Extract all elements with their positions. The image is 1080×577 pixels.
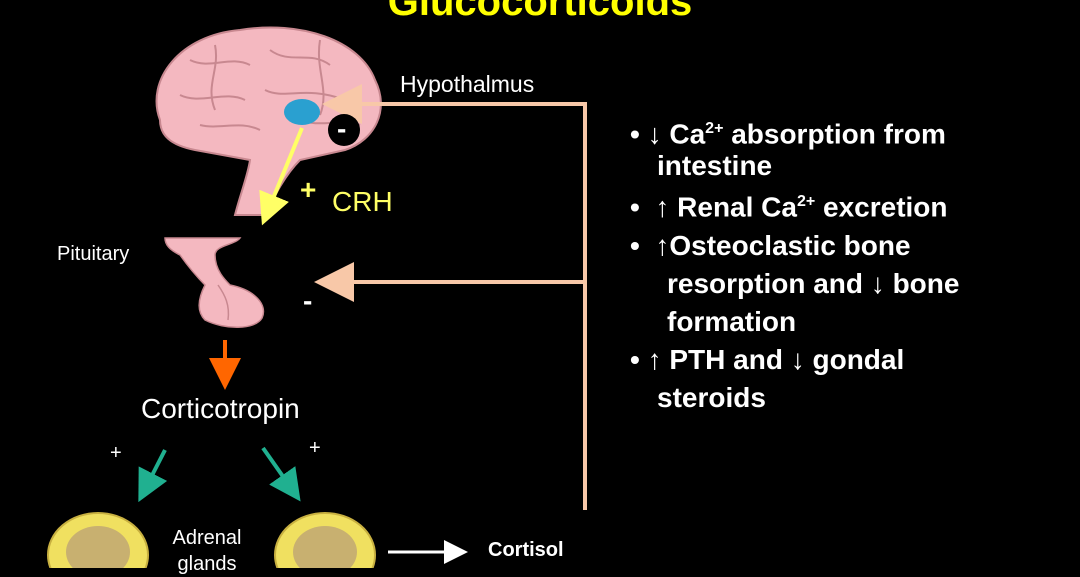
crh-arrow [259,127,304,226]
bullet-item-2: • ↑ Renal Ca2+ excretion [630,191,948,223]
pituitary-label: Pituitary [57,243,130,265]
hypothalamus-label: Hypothalmus [400,71,535,97]
adrenal-label: Adrenal glands [164,525,250,577]
adrenal-arrow-right [261,446,301,502]
crh-sign: + [300,174,317,205]
stimulation-sign-right: + [309,437,321,459]
hypothalamus-spot [284,99,320,125]
adrenal-arrow-left [138,449,168,503]
adrenal-gland-left [47,512,149,568]
bullet-item-1-cont: intestine [657,150,773,182]
cortisol-label: Cortisol [488,539,564,561]
bullet-item-3: • ↑Osteoclastic bone [630,229,911,261]
brain-illustration [155,26,382,216]
bullet-item-1: • ↓ Ca2+ absorption from [630,118,946,150]
page-title: Glucocorticoids [387,0,693,24]
bullet-item-4: • ↑ PTH and ↓ gondal [630,343,905,375]
feedback-line [322,84,587,510]
stimulation-sign-left: + [110,442,122,464]
corticotropin-label: Corticotropin [141,393,300,424]
bullet-item-4-cont: steroids [657,381,766,413]
inhibition-sign-pituitary: - [303,285,313,316]
bullet-list: • ↓ Ca2+ absorption from intestine • ↑ R… [630,110,959,417]
adrenal-label-line2: glands [177,553,237,575]
inhibition-badge [328,114,360,146]
adrenal-label-line1: Adrenal [172,527,242,549]
pituitary-illustration [164,237,265,328]
bullet-item-3-cont1: resorption and ↓ bone [667,267,960,299]
bullet-item-3-cont2: formation [667,305,797,337]
inhibition-sign-hypothalamus: - [337,113,347,144]
crh-label: CRH [332,186,393,217]
adrenal-gland-right [274,512,376,568]
